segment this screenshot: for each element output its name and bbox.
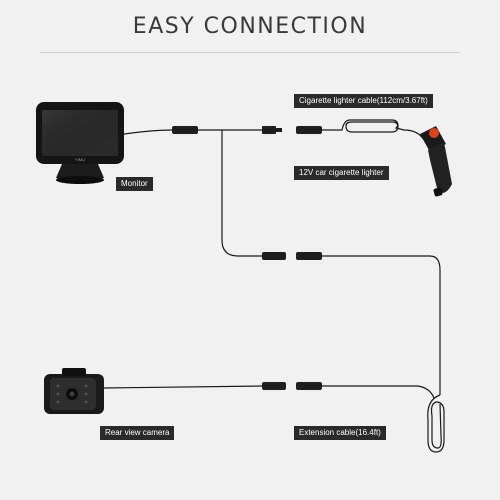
lighter-body <box>428 142 452 193</box>
camera-ir-led <box>56 384 60 388</box>
label-rear-camera: Rear view camera <box>100 426 175 440</box>
rear-camera-device <box>44 368 104 414</box>
cigarette-lighter-plug <box>420 126 452 197</box>
cigarette-cable-coil <box>322 119 425 141</box>
power-plug-male <box>296 126 322 134</box>
camera-ir-led <box>56 392 60 396</box>
video-cable <box>221 130 262 257</box>
camera-mount <box>62 368 86 376</box>
monitor-brand: YIMU <box>75 157 85 162</box>
connectors <box>172 126 322 390</box>
label-extension-cable: Extension cable(16.4ft) <box>294 426 386 440</box>
camera-ir-led <box>84 392 88 396</box>
title-divider <box>40 52 460 53</box>
camera-ir-led <box>84 384 88 388</box>
page-title: EASY CONNECTION <box>132 14 368 39</box>
label-cigarette-lighter: 12V car cigarette lighter <box>294 166 389 180</box>
power-plug-female <box>262 126 276 134</box>
camera-lens-glass <box>69 391 75 397</box>
extension-cable-coil <box>427 394 445 453</box>
camera-ir-led <box>84 400 88 404</box>
monitor-device: YIMU <box>36 102 124 184</box>
monitor-screen-reflection <box>42 110 118 156</box>
camera-ir-led <box>56 400 60 404</box>
camera-connector-left <box>262 382 286 390</box>
cables <box>103 119 445 453</box>
av-connector-left <box>262 252 286 260</box>
long-extension-run <box>322 255 441 395</box>
av-connector-right <box>296 252 322 260</box>
label-cigarette-cable: Cigarette lighter cable(112cm/3.67ft) <box>294 94 433 108</box>
monitor-connector <box>172 126 198 134</box>
camera-extension-cable <box>322 385 435 399</box>
lighter-button <box>429 128 439 138</box>
power-plug-pin <box>276 128 282 132</box>
label-monitor: Monitor <box>116 177 153 191</box>
lighter-tip <box>433 187 443 197</box>
camera-cable <box>103 385 263 389</box>
monitor-base <box>56 176 104 184</box>
camera-connector-right <box>296 382 322 390</box>
